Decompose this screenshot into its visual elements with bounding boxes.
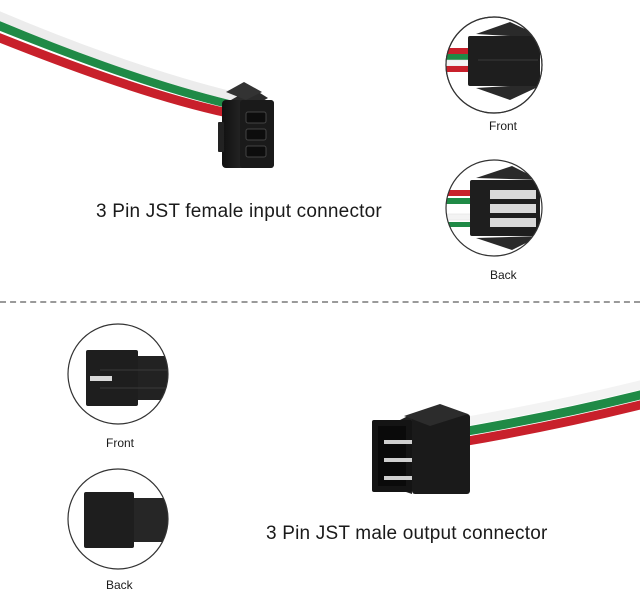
male-back-label: Back xyxy=(106,578,133,592)
male-connector-main xyxy=(372,380,640,494)
female-front-label: Front xyxy=(489,119,518,133)
female-connector-caption: 3 Pin JST female input connector xyxy=(96,201,382,222)
male-housing xyxy=(372,404,470,494)
male-back-view xyxy=(67,468,169,570)
female-front-view xyxy=(445,16,543,114)
male-wires xyxy=(457,380,640,447)
male-front-view xyxy=(67,323,169,425)
section-divider xyxy=(0,301,640,303)
female-housing xyxy=(218,82,274,168)
male-front-label: Front xyxy=(106,436,135,450)
female-back-label: Back xyxy=(490,268,517,282)
male-connector-caption: 3 Pin JST male output connector xyxy=(266,523,548,544)
female-connector-main xyxy=(0,11,274,168)
female-wires xyxy=(0,11,237,118)
female-back-view xyxy=(445,159,543,257)
